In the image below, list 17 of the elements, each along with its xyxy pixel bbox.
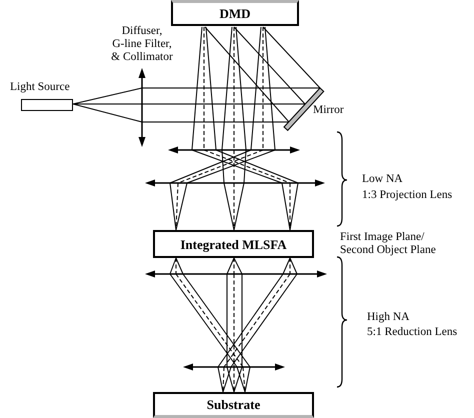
component-label: High NA xyxy=(367,311,410,324)
component-label: First Image Plane/ Second Object Plane xyxy=(340,231,437,257)
component-label: Low NA xyxy=(362,173,403,186)
component-box xyxy=(171,0,299,26)
component-box xyxy=(153,230,314,258)
box-label: Substrate xyxy=(206,398,260,411)
component-box xyxy=(153,392,314,418)
component-label: 1:3 Projection Lens xyxy=(362,189,452,202)
component-label: Diffuser, xyxy=(120,25,164,38)
component-label: & Collimator xyxy=(110,51,174,64)
box-label: Integrated MLSFA xyxy=(180,238,287,250)
box-label: DMD xyxy=(219,7,251,20)
component-label: Light Source xyxy=(10,81,70,94)
light-source-box xyxy=(21,99,73,111)
component-label: 5:1 Reduction Lens xyxy=(367,326,458,339)
component-label: Mirror xyxy=(313,104,344,117)
component-label: G-line Filter, xyxy=(111,38,173,51)
